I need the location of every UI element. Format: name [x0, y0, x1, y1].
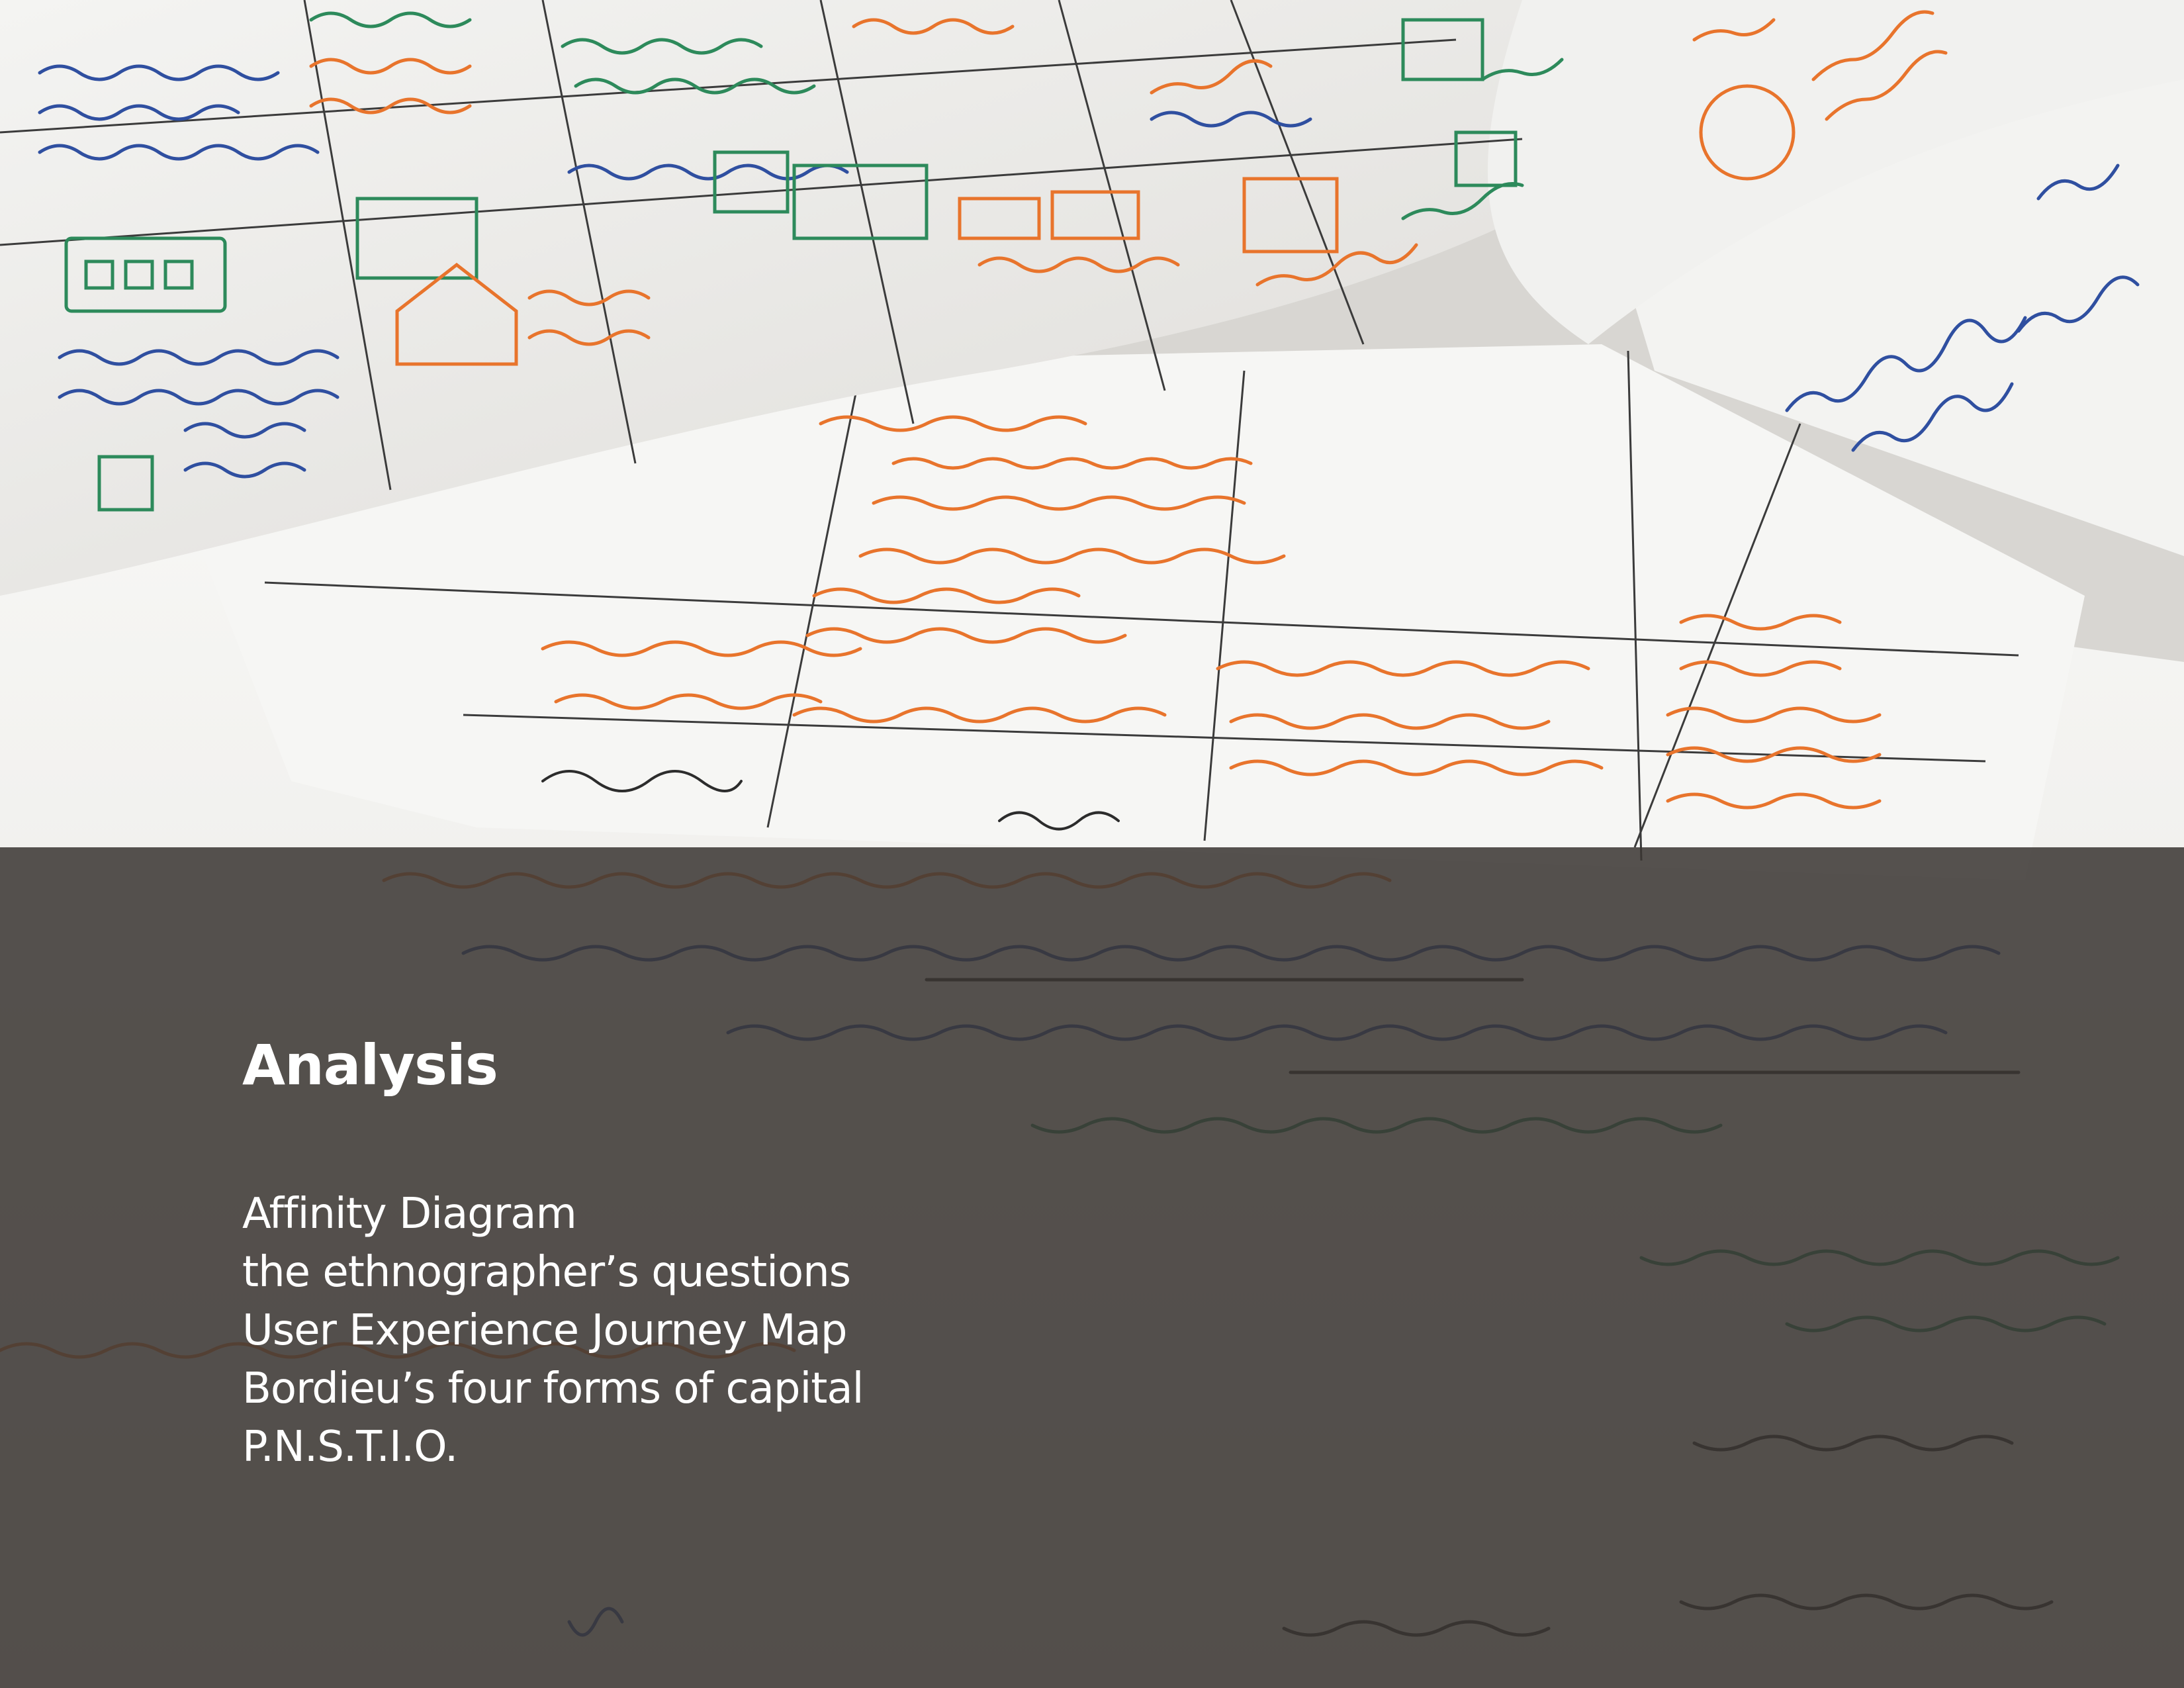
- analysis-methods-list: Affinity Diagram the ethnographer’s ques…: [242, 1185, 864, 1476]
- method-item: the ethnographer’s questions: [242, 1248, 851, 1297]
- sheet-lower: [199, 344, 2085, 880]
- analysis-title: Analysis: [242, 1033, 498, 1098]
- sheet-upper: [0, 0, 2184, 596]
- method-item: Affinity Diagram: [242, 1190, 577, 1239]
- method-item: User Experience Journey Map: [242, 1306, 847, 1355]
- method-item: P.N.S.T.I.O.: [242, 1423, 458, 1472]
- method-item: Bordieu’s four forms of capital: [242, 1364, 864, 1413]
- analysis-overlay: [0, 847, 2184, 1688]
